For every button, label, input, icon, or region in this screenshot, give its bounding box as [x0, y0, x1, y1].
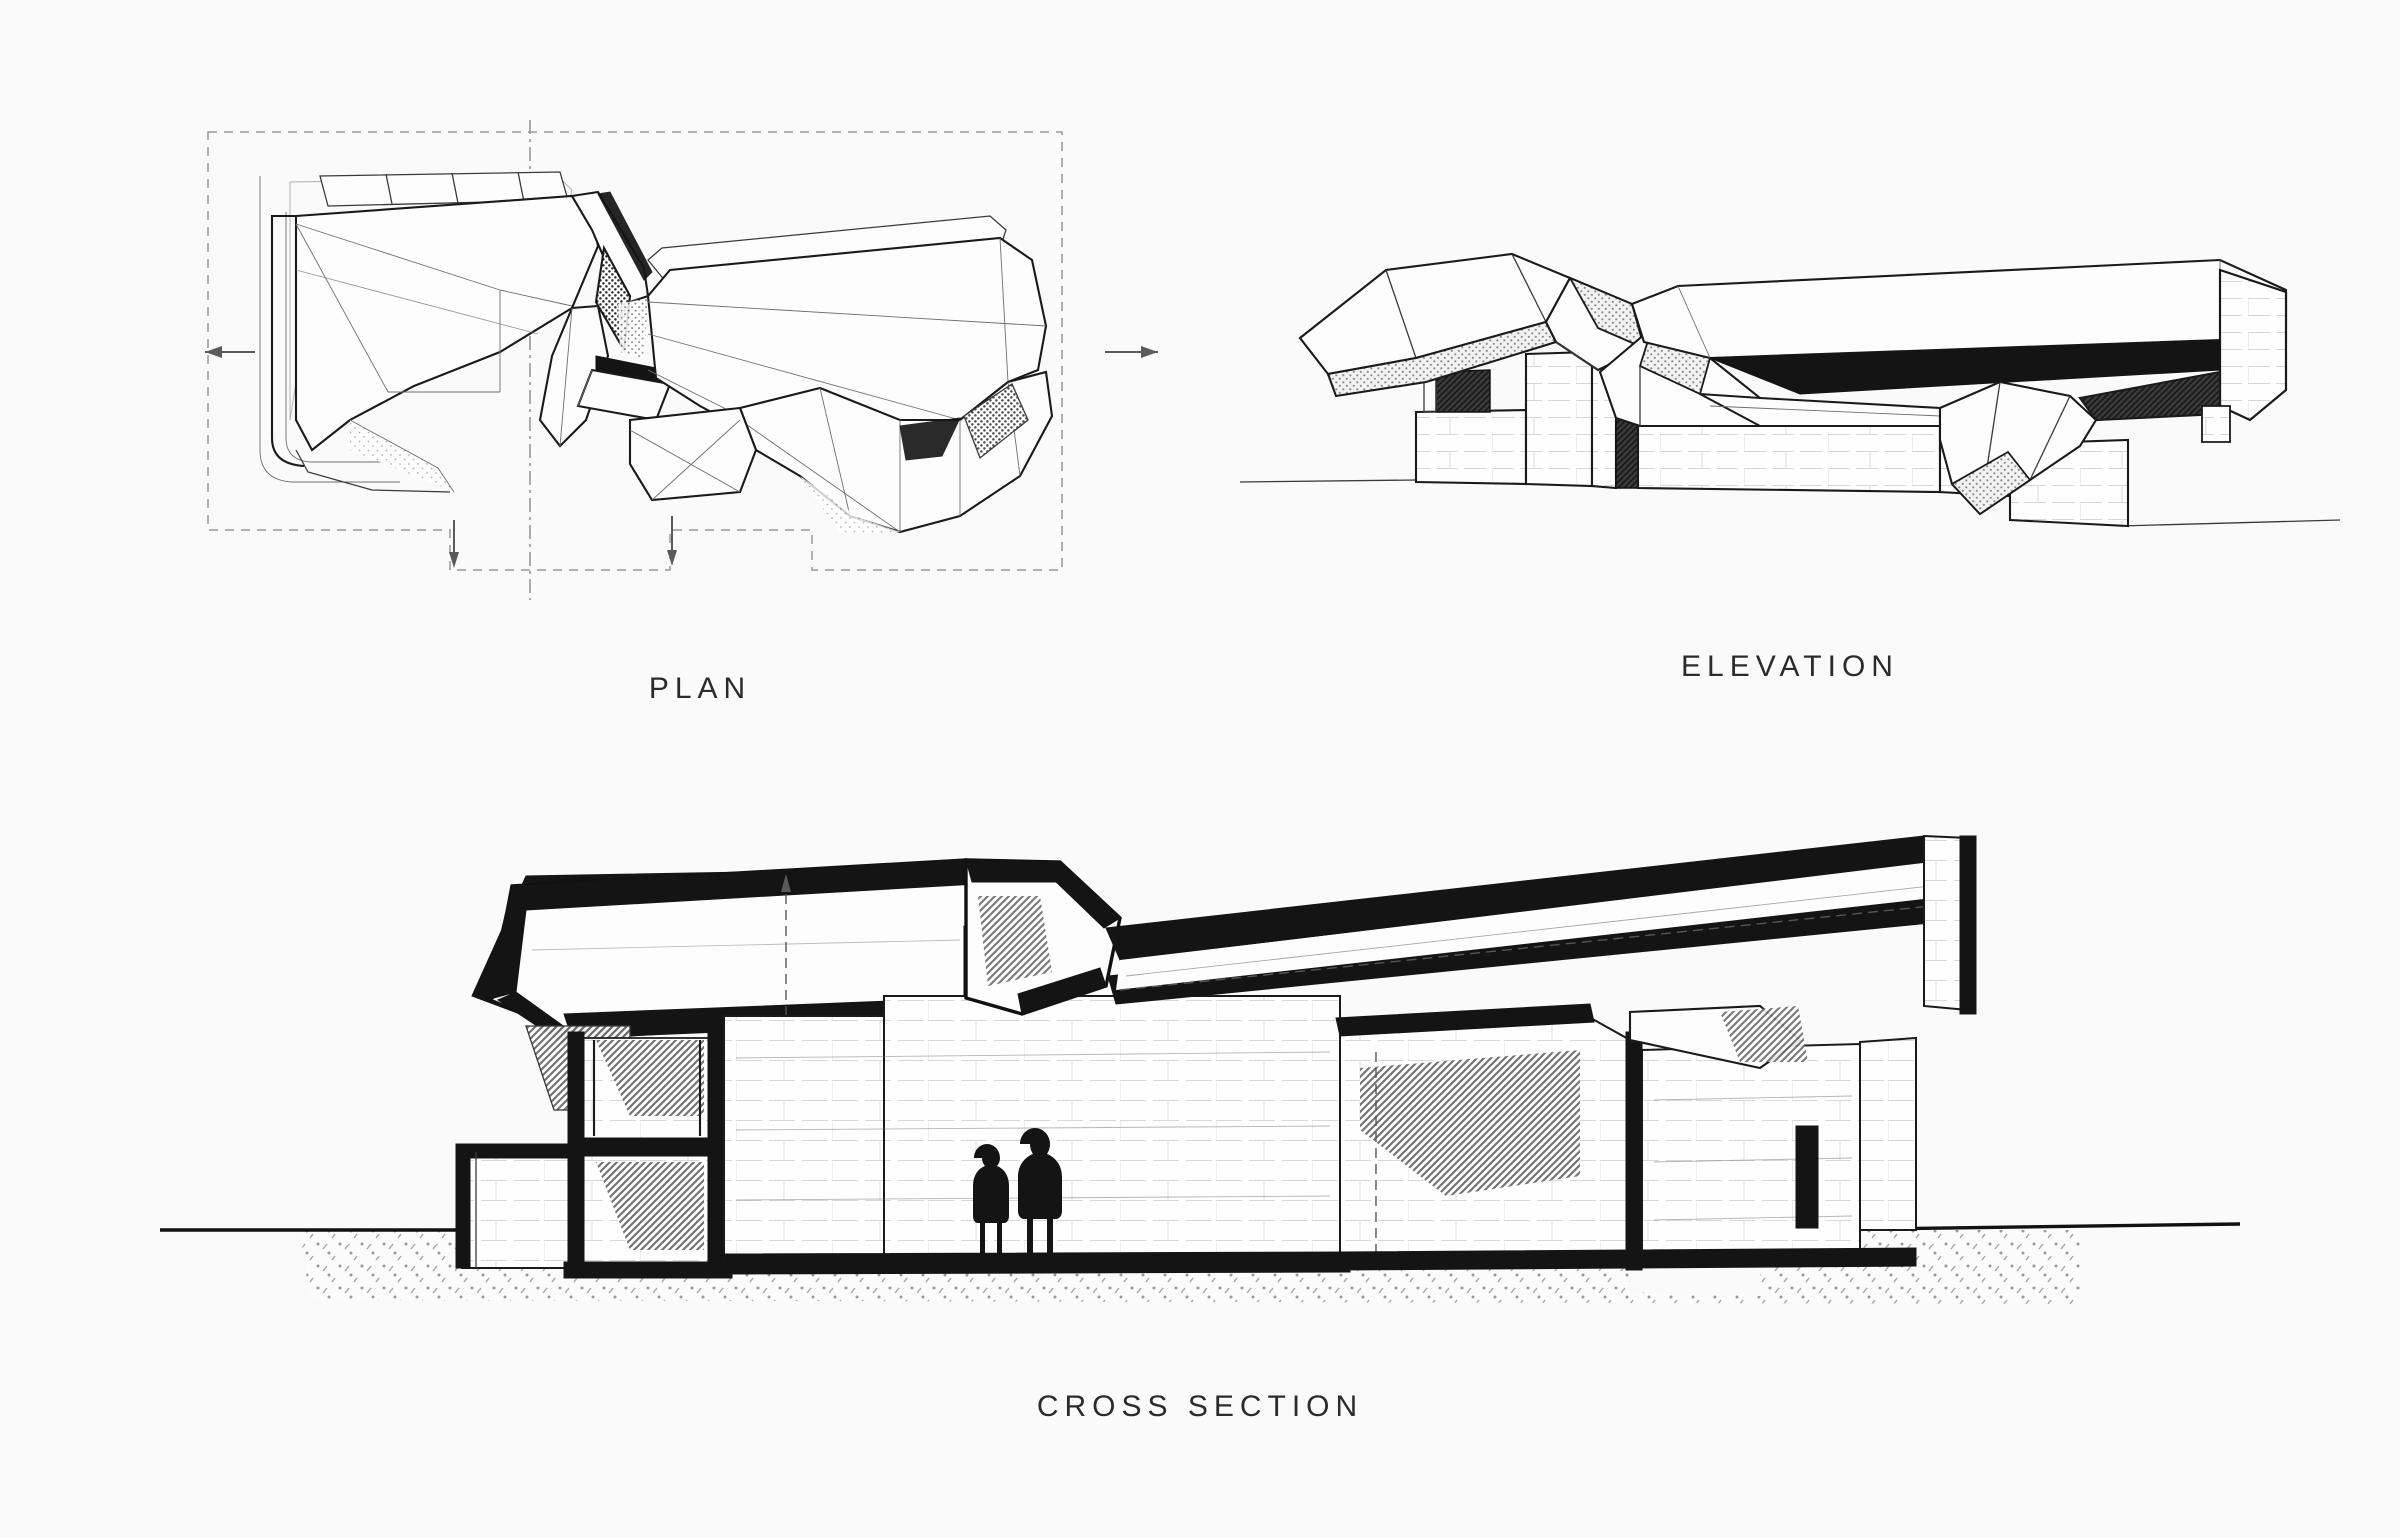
plan-left-wing — [270, 171, 600, 493]
plan-central-hinge — [538, 190, 672, 448]
section-left-interior — [563, 1031, 733, 1279]
elevation-left-mass — [1298, 252, 1646, 398]
scale-figure-right — [1018, 1128, 1062, 1262]
plan-drawing — [200, 120, 1200, 660]
cross-section-drawing — [160, 800, 2241, 1380]
direction-marker-right — [667, 516, 677, 566]
section-cantilever-roof — [1105, 834, 1977, 1015]
section-arrow-right — [1105, 346, 1158, 358]
scale-figure-left — [973, 1144, 1009, 1257]
elevation-caption: ELEVATION — [1681, 650, 1899, 683]
cross-section-caption: CROSS SECTION — [1036, 1390, 1364, 1423]
elevation-drawing — [1239, 230, 2341, 630]
section-floor-slab — [723, 1251, 1351, 1275]
section-arrow-left — [205, 346, 255, 358]
elevation-ground-line — [1239, 479, 2341, 527]
section-right-interior — [1335, 1003, 1917, 1271]
elevation-cantilever-bar — [1630, 258, 2288, 443]
plan-caption: PLAN — [648, 672, 752, 705]
direction-marker-left — [449, 520, 459, 568]
plan-right-wing — [628, 215, 1054, 534]
section-clerestory — [964, 858, 1122, 1016]
site-boundary — [207, 131, 1063, 571]
elevation-centre-mass — [1598, 326, 1942, 428]
elevation-right-wedge — [1938, 380, 2098, 516]
